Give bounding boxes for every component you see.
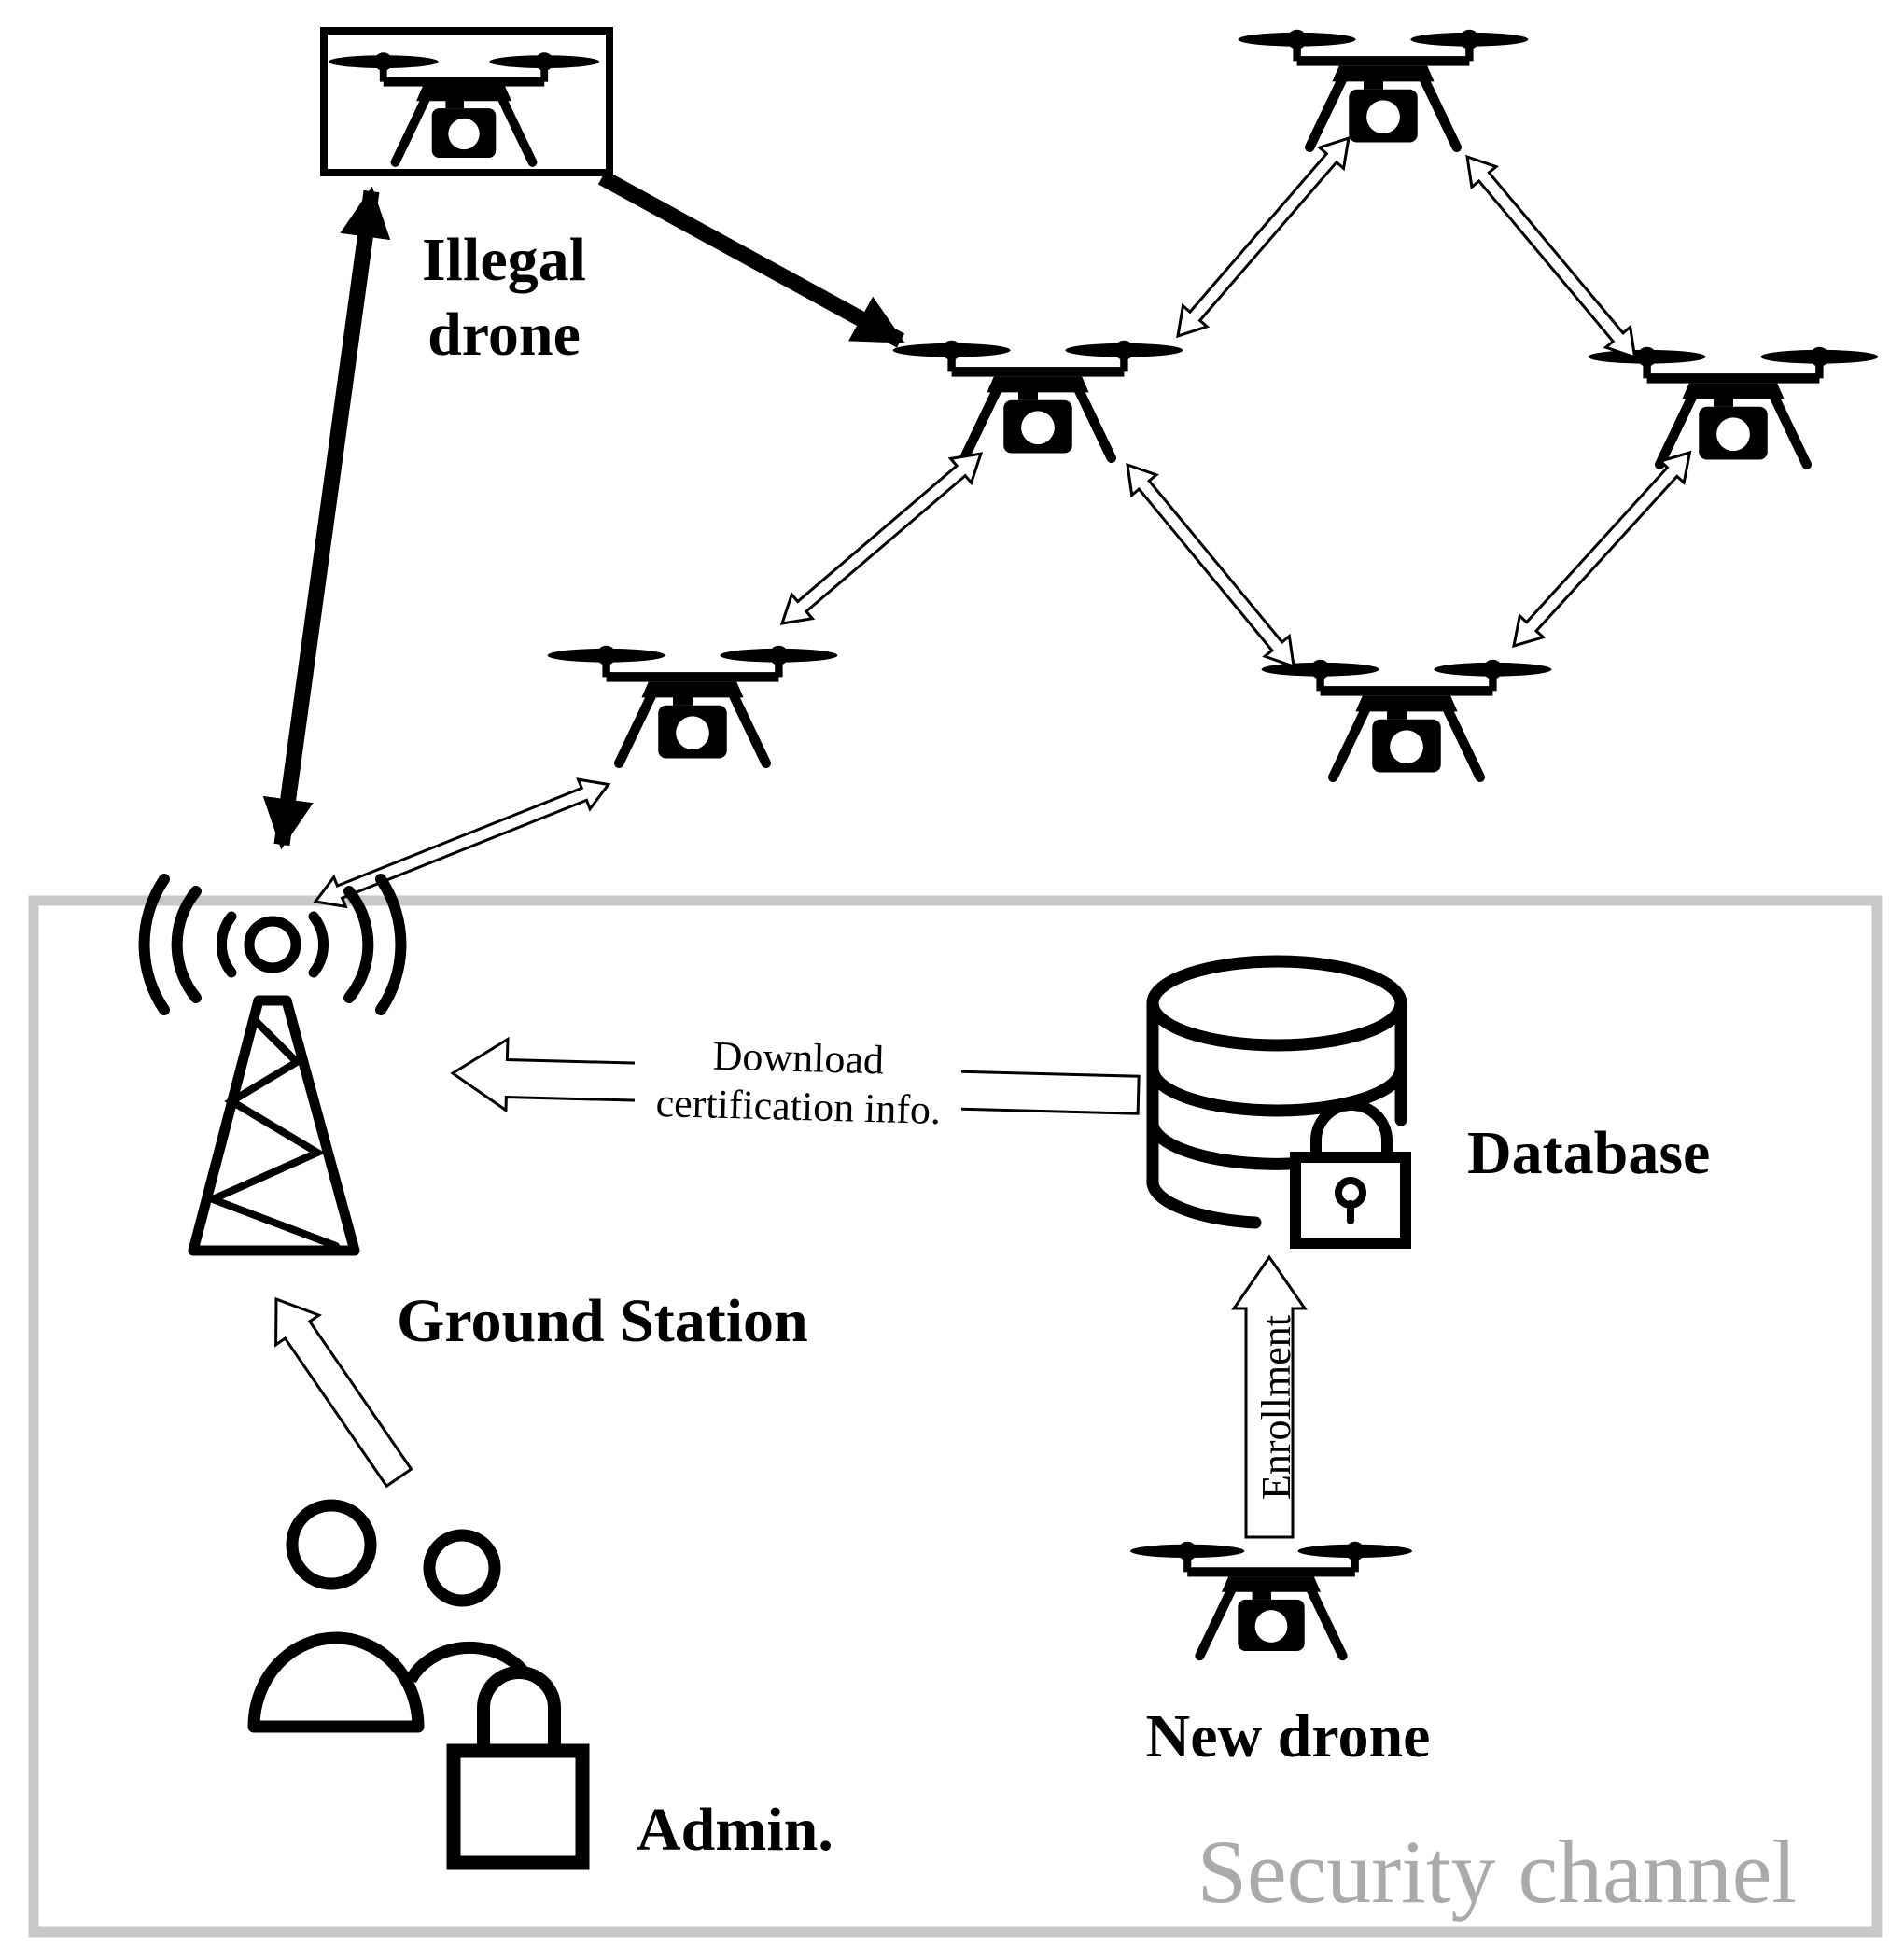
illegal-link-to-tower [262, 186, 391, 850]
drone-icon [1589, 347, 1879, 465]
download-label-backdrop [635, 1027, 961, 1127]
swarm-link-arrow [1126, 462, 1295, 669]
admin-to-station-arrow [274, 1296, 413, 1489]
illegal-drone-frame [320, 27, 613, 176]
illegal-link-to-drone [597, 170, 905, 348]
database-label: Database [1467, 1119, 1710, 1187]
download-label-line2: certification info. [655, 1080, 942, 1133]
drone-icon [548, 646, 838, 763]
illegal-drone-label-line1: Illegal [422, 226, 586, 294]
new-drone-label: New drone [1146, 1702, 1431, 1770]
new-drone-icon [1130, 1542, 1412, 1656]
database-lock-icon [1146, 955, 1411, 1249]
security-channel-label: Security channel [1197, 1822, 1797, 1922]
download-label-line1: Download [712, 1033, 885, 1084]
ground-station-label: Ground Station [397, 1287, 808, 1355]
security-channel-box [28, 895, 1883, 1938]
drone-icon [1239, 30, 1529, 147]
drone-icon [1262, 660, 1552, 777]
swarm-link-arrow [779, 452, 984, 625]
drone-icon [893, 341, 1183, 458]
swarm-link-arrow [313, 777, 611, 909]
illegal-drone-label-line2: drone [427, 301, 581, 369]
admin-label: Admin. [637, 1796, 833, 1864]
swarm-link-arrow [1512, 450, 1692, 649]
illegal-drone-icon [329, 52, 599, 162]
enrollment-label: Enrollment [1253, 1315, 1299, 1500]
users-lock-icon [247, 1499, 590, 1870]
swarm-link-arrow [1465, 154, 1637, 360]
radio-tower-icon [138, 874, 407, 1256]
enrollment-arrow [1231, 1254, 1308, 1539]
swarm-link-arrow [1176, 135, 1351, 339]
